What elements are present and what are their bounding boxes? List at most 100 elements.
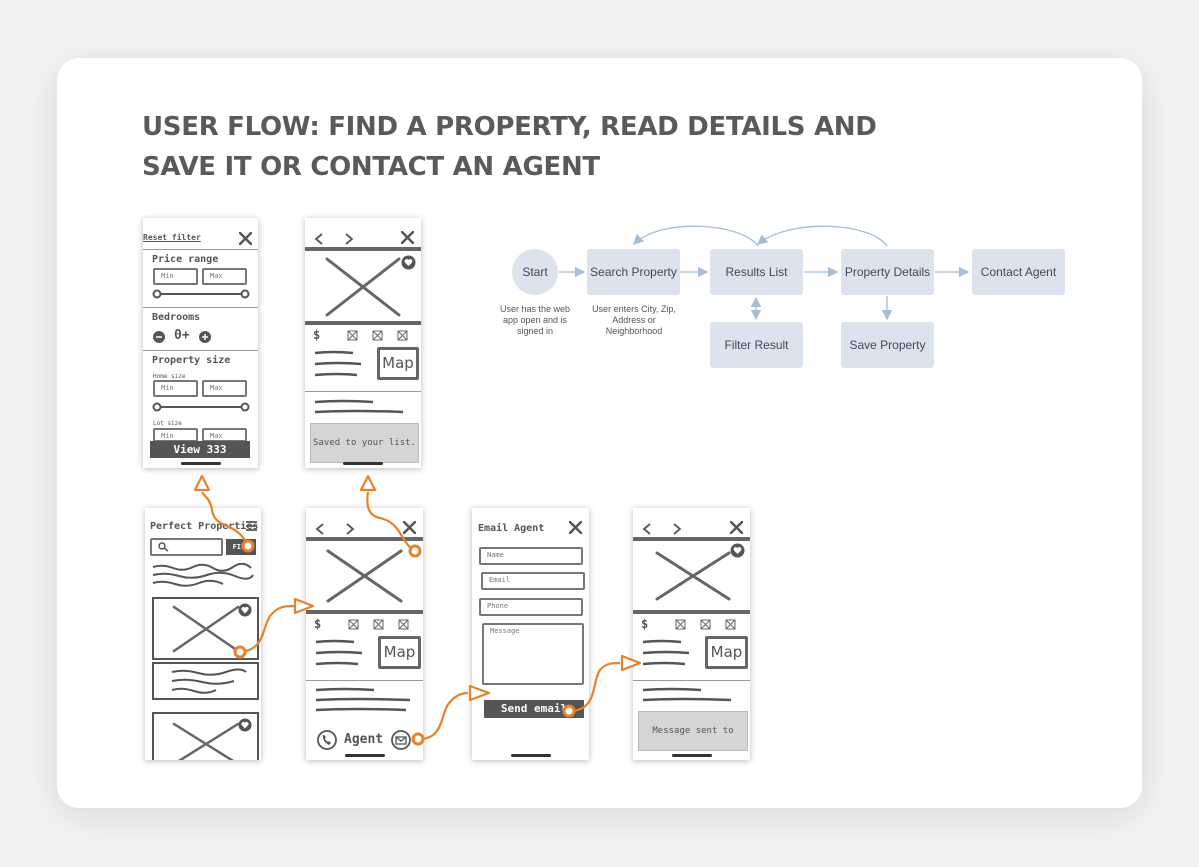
listing-card-info[interactable]: [152, 662, 259, 700]
page-title-line-2: SAVE IT OR CONTACT AN AGENT: [142, 152, 600, 182]
description-lines: [314, 350, 362, 377]
detail-text-lines: [642, 687, 732, 702]
property-photo-placeholder: [655, 551, 731, 601]
home-indicator: [180, 462, 221, 465]
connector-filter: [201, 491, 249, 546]
detail-text-lines: [315, 687, 411, 712]
email-agent-screen: Email Agent Name Email Phone Message Sen…: [472, 508, 589, 760]
divider: [143, 249, 258, 250]
connector-send: [569, 661, 621, 713]
amenity-icons: [347, 330, 408, 341]
property-size-label: Property size: [152, 355, 231, 366]
flow-node-search[interactable]: Search Property: [587, 249, 680, 295]
flow-caption-search: User enters City, Zip, Address or Neighb…: [592, 304, 676, 336]
results-summary-lines: [152, 563, 254, 587]
home-indicator: [343, 462, 383, 465]
property-photo-placeholder: [326, 549, 403, 603]
price-max-input[interactable]: Max: [202, 268, 247, 285]
mail-icon[interactable]: [391, 730, 411, 750]
search-input[interactable]: [150, 538, 223, 556]
message-sent-toast: Message sent to agent: [638, 711, 748, 751]
flow-node-contact[interactable]: Contact Agent: [972, 249, 1065, 295]
heart-icon[interactable]: [238, 603, 252, 617]
back-chevron-icon[interactable]: [641, 522, 653, 536]
price-range-label: Price range: [152, 254, 219, 265]
forward-chevron-icon[interactable]: [343, 232, 355, 246]
map-thumbnail[interactable]: Map: [377, 347, 419, 380]
message-sent-screen: $ Map Message sent to agent: [633, 508, 750, 760]
map-thumbnail[interactable]: Map: [378, 636, 421, 669]
email-screen-title: Email Agent: [478, 523, 545, 534]
flow-node-details[interactable]: Property Details: [841, 249, 934, 295]
message-field[interactable]: Message: [482, 623, 584, 685]
heart-icon[interactable]: [401, 255, 416, 270]
agent-label: Agent: [344, 732, 384, 747]
forward-chevron-icon[interactable]: [671, 522, 683, 536]
email-field[interactable]: Email: [481, 572, 585, 590]
price-icon: $: [641, 617, 649, 631]
divider: [306, 680, 423, 681]
description-lines: [642, 639, 690, 666]
detail-screen: $ Map Agent: [306, 508, 423, 760]
menu-icon[interactable]: [246, 521, 257, 531]
flow-caption-start: User has the web app open and is signed …: [499, 304, 571, 336]
reset-filter-link[interactable]: Reset filter: [143, 233, 201, 242]
divider: [143, 307, 258, 308]
phone-field[interactable]: Phone: [479, 598, 583, 616]
close-icon[interactable]: [401, 231, 414, 244]
flow-node-save[interactable]: Save Property: [841, 322, 934, 368]
home-indicator: [510, 754, 551, 757]
bedrooms-value: 0+: [174, 328, 190, 343]
price-icon: $: [314, 617, 322, 631]
home-size-slider[interactable]: [151, 401, 251, 413]
filter-screen: Reset filter Price range Min Max Bedroom…: [143, 218, 258, 468]
amenity-icons: [348, 619, 409, 630]
flow-node-start: Start: [512, 249, 558, 295]
home-indicator: [344, 754, 385, 757]
heart-icon[interactable]: [730, 543, 745, 558]
close-icon[interactable]: [403, 521, 416, 534]
phone-icon[interactable]: [317, 730, 337, 750]
flow-node-filter[interactable]: Filter Result: [710, 322, 803, 368]
home-size-label: Home size: [153, 373, 186, 380]
search-icon: [158, 542, 169, 552]
listing-info-lines: [171, 668, 247, 694]
page-title-line-1: USER FLOW: FIND A PROPERTY, READ DETAILS…: [142, 112, 877, 142]
map-thumbnail[interactable]: Map: [705, 636, 748, 669]
divider: [305, 321, 421, 325]
price-range-slider[interactable]: [151, 288, 251, 300]
connector-details: [239, 604, 296, 654]
forward-chevron-icon[interactable]: [344, 522, 356, 536]
home-max-input[interactable]: Max: [202, 380, 247, 397]
detail-saved-screen: $ Map Saved to your list.: [305, 218, 421, 468]
name-field[interactable]: Name: [479, 547, 583, 565]
listing-photo-placeholder: [172, 722, 240, 760]
send-email-button[interactable]: Send email: [484, 700, 584, 718]
listing-card[interactable]: [152, 712, 259, 760]
home-indicator: [671, 754, 712, 757]
listing-card[interactable]: [152, 597, 259, 660]
close-icon[interactable]: [730, 521, 743, 534]
close-icon[interactable]: [569, 521, 582, 534]
app-title: Perfect Properties: [150, 521, 259, 532]
minus-icon[interactable]: [152, 330, 166, 344]
divider: [633, 610, 750, 614]
connector-save: [366, 491, 415, 552]
back-chevron-icon[interactable]: [314, 522, 326, 536]
divider: [305, 391, 421, 392]
divider: [633, 537, 750, 541]
back-chevron-icon[interactable]: [313, 232, 325, 246]
home-min-input[interactable]: Min: [153, 380, 198, 397]
close-icon[interactable]: [239, 232, 252, 245]
price-min-input[interactable]: Min: [153, 268, 198, 285]
divider: [143, 350, 258, 351]
plus-icon[interactable]: [198, 330, 212, 344]
divider: [633, 680, 750, 681]
divider: [306, 610, 423, 614]
flow-node-results[interactable]: Results List: [710, 249, 803, 295]
heart-icon[interactable]: [238, 718, 252, 732]
lot-size-label: Lot size: [153, 420, 182, 427]
price-icon: $: [313, 328, 321, 342]
